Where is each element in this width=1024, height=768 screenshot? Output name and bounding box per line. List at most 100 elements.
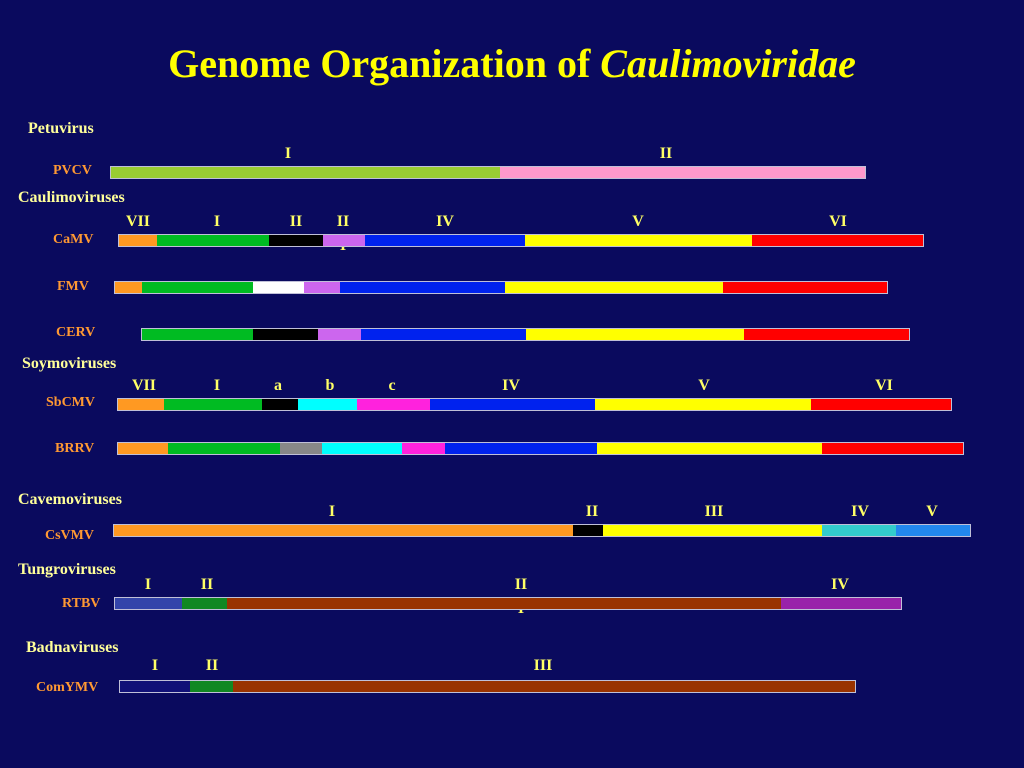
orf-segment <box>227 598 781 609</box>
orf-segment <box>597 443 822 454</box>
genome-bar-cerv <box>141 328 910 341</box>
orf-label: VI <box>875 377 893 394</box>
orf-label: I <box>284 145 292 162</box>
orf-segment <box>304 282 340 293</box>
orf-segment <box>298 399 357 410</box>
virus-label-cerv: CERV <box>56 325 96 340</box>
orf-segment <box>822 525 896 536</box>
genome-bar-camv <box>118 234 924 247</box>
orf-label: IV <box>502 377 520 394</box>
orf-segment <box>500 167 865 178</box>
virus-label-brrv: BRRV <box>55 441 95 456</box>
genome-bar-sbcmv <box>117 398 952 411</box>
orf-segment <box>182 598 227 609</box>
orf-label: III <box>533 657 553 674</box>
orf-segment <box>118 443 168 454</box>
orf-label: II <box>289 213 303 230</box>
orf-segment <box>402 443 445 454</box>
orf-segment <box>723 282 887 293</box>
orf-label: IV <box>851 503 869 520</box>
virus-label-camv: CaMV <box>53 232 94 247</box>
orf-label: II <box>200 576 214 593</box>
group-label-caulimoviruses: Caulimoviruses <box>18 189 125 206</box>
group-label-badnaviruses: Badnaviruses <box>26 639 119 656</box>
orf-segment <box>323 235 365 246</box>
orf-label: I <box>213 213 221 230</box>
orf-segment <box>120 681 190 692</box>
genome-bar-csvmv <box>113 524 971 537</box>
orf-segment <box>253 329 318 340</box>
orf-label: II <box>336 213 350 230</box>
orf-label: I <box>144 576 152 593</box>
group-label-tungroviruses: Tungroviruses <box>18 561 116 578</box>
orf-segment <box>322 443 402 454</box>
orf-label: VI <box>829 213 847 230</box>
orf-segment <box>142 282 253 293</box>
orf-label: b <box>325 377 335 394</box>
orf-label: VII <box>125 213 151 230</box>
orf-label: c <box>388 377 396 394</box>
orf-label: II <box>585 503 599 520</box>
orf-segment <box>744 329 909 340</box>
virus-label-csvmv: CsVMV <box>45 528 94 543</box>
orf-label: I <box>151 657 159 674</box>
genome-bar-fmv <box>114 281 888 294</box>
orf-segment <box>430 399 595 410</box>
orf-segment <box>157 235 269 246</box>
orf-label: II <box>514 576 528 593</box>
orf-segment <box>445 443 597 454</box>
orf-label: V <box>632 213 644 230</box>
orf-segment <box>505 282 723 293</box>
virus-label-rtbv: RTBV <box>62 596 101 611</box>
orf-label: I <box>213 377 221 394</box>
orf-segment <box>896 525 970 536</box>
orf-segment <box>595 399 811 410</box>
group-label-soymoviruses: Soymoviruses <box>22 355 117 372</box>
orf-segment <box>318 329 361 340</box>
orf-segment <box>142 329 253 340</box>
orf-segment <box>822 443 963 454</box>
orf-segment <box>253 282 304 293</box>
orf-label: II <box>205 657 219 674</box>
orf-label: II <box>659 145 673 162</box>
orf-segment <box>262 399 298 410</box>
orf-label: a <box>274 377 282 394</box>
slide-title-italic: Caulimoviridae <box>600 41 856 86</box>
orf-segment <box>111 167 500 178</box>
orf-label: VII <box>131 377 157 394</box>
orf-segment <box>280 443 322 454</box>
orf-segment <box>525 235 752 246</box>
orf-segment <box>115 598 182 609</box>
orf-segment <box>573 525 603 536</box>
orf-label: IV <box>831 576 849 593</box>
orf-segment <box>603 525 822 536</box>
virus-label-sbcmv: SbCMV <box>46 395 96 410</box>
orf-label: V <box>698 377 710 394</box>
genome-bar-pvcv <box>110 166 866 179</box>
genome-bar-comymv <box>119 680 856 693</box>
orf-segment <box>118 399 164 410</box>
slide-title-main: Genome Organization of <box>168 41 601 86</box>
orf-segment <box>781 598 901 609</box>
orf-label: V <box>926 503 938 520</box>
orf-segment <box>811 399 951 410</box>
orf-segment <box>164 399 262 410</box>
orf-label: IV <box>436 213 454 230</box>
orf-segment <box>357 399 430 410</box>
orf-label: III <box>704 503 724 520</box>
group-label-cavemoviruses: Cavemoviruses <box>18 491 122 508</box>
orf-segment <box>365 235 525 246</box>
orf-segment <box>233 681 855 692</box>
orf-segment <box>119 235 157 246</box>
virus-label-pvcv: PVCV <box>53 163 92 178</box>
orf-segment <box>361 329 526 340</box>
slide-title: Genome Organization of Caulimoviridae <box>0 40 1024 88</box>
orf-segment <box>168 443 280 454</box>
orf-segment <box>190 681 233 692</box>
genome-bar-rtbv <box>114 597 902 610</box>
genome-bar-brrv <box>117 442 964 455</box>
orf-segment <box>340 282 505 293</box>
virus-label-fmv: FMV <box>57 279 89 294</box>
group-label-petuvirus: Petuvirus <box>28 120 94 137</box>
virus-label-comymv: ComYMV <box>36 680 99 695</box>
